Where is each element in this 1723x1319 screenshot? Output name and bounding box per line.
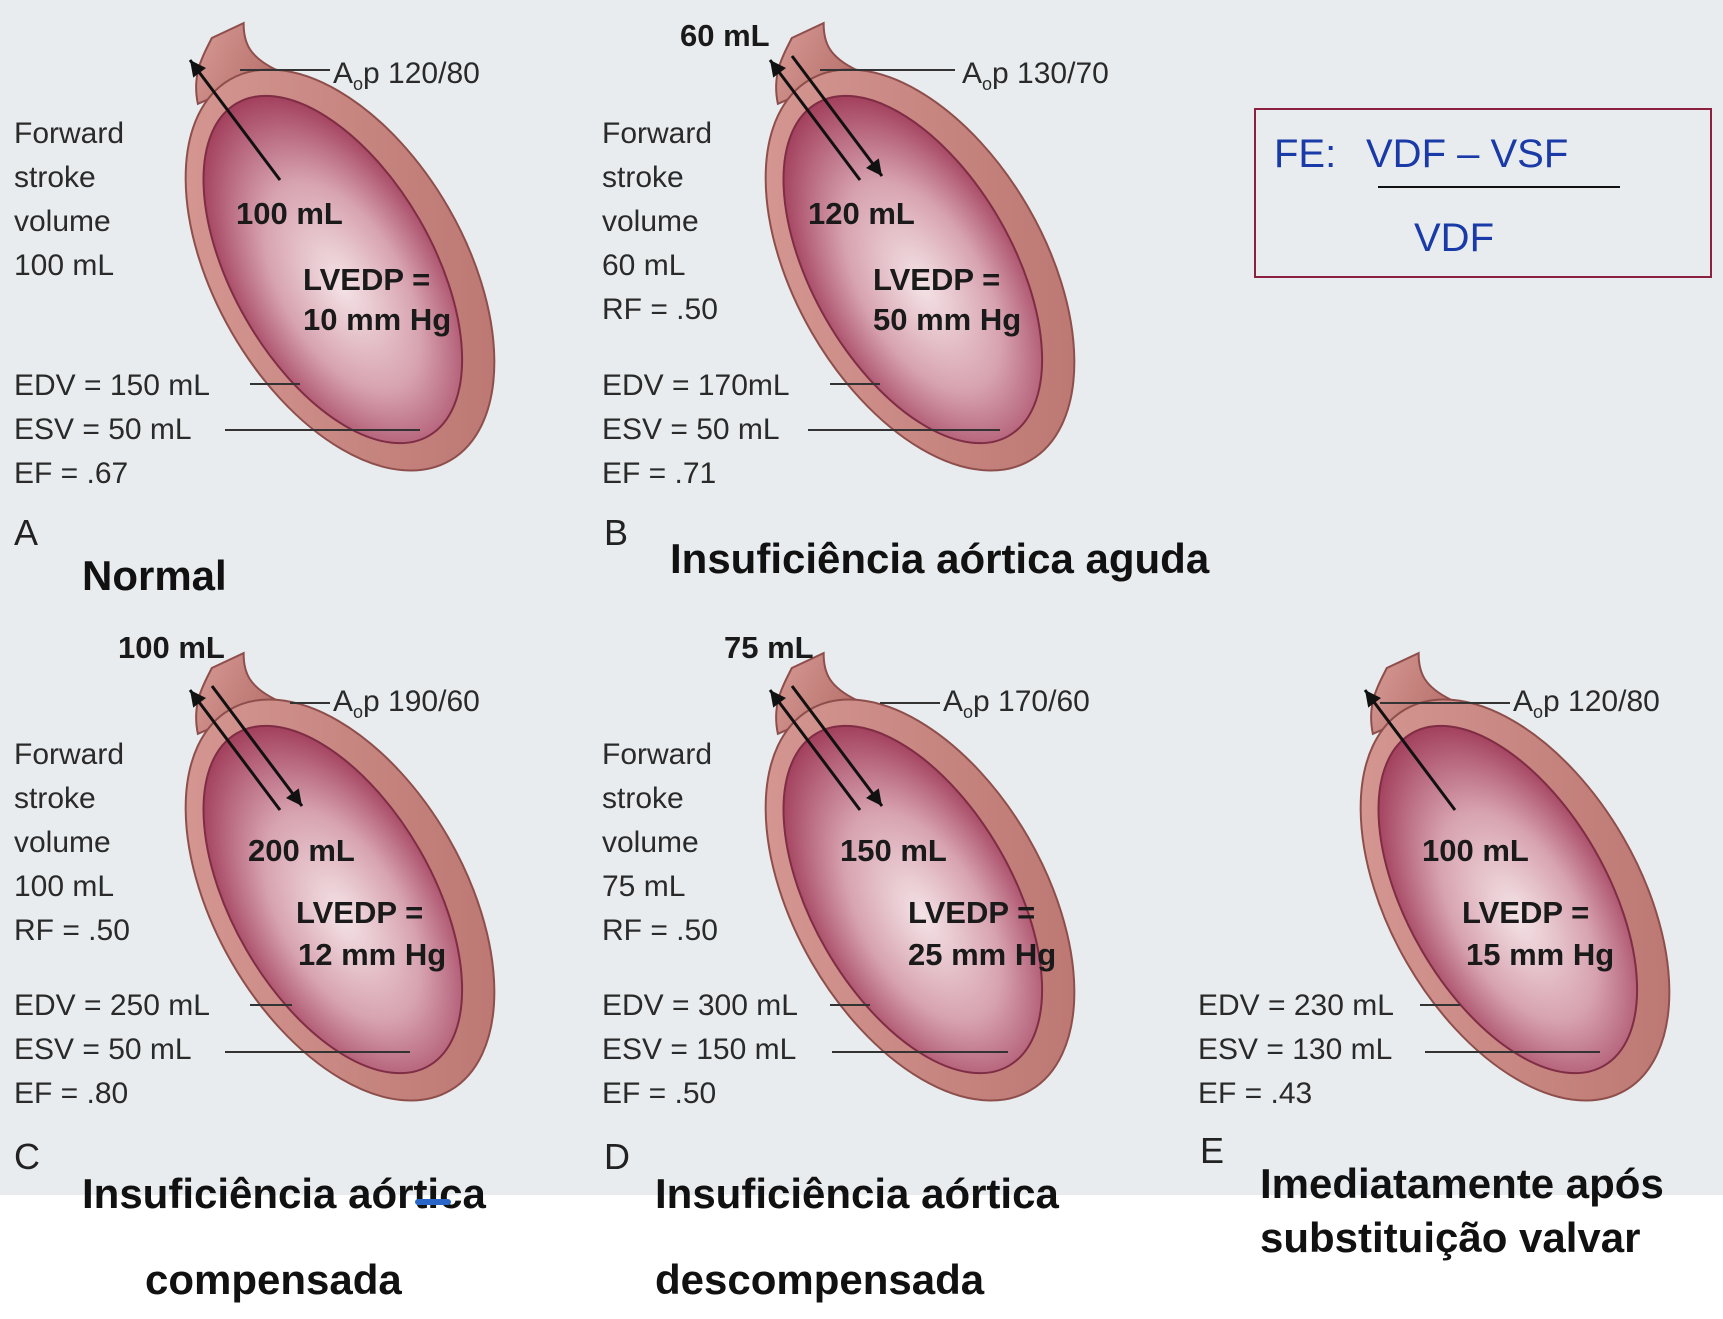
- panel-e-title-line-1: Imediatamente após: [1260, 1160, 1664, 1208]
- panel-e-esv: ESV = 130 mL: [1198, 1028, 1394, 1072]
- panel-c-ef: EF = .80: [14, 1072, 210, 1116]
- panel-a-lvedp-value: 10 mm Hg: [303, 302, 451, 338]
- panel-d-letter: D: [604, 1136, 630, 1178]
- panel-c-side-line: Forward: [14, 733, 130, 777]
- panel-c-letter: C: [14, 1136, 40, 1178]
- ejection-fraction-formula: FE: VDF – VSF VDF: [1254, 108, 1712, 278]
- panel-d-side-line: stroke: [602, 777, 718, 821]
- panel-b-side-line: stroke: [602, 156, 718, 200]
- formula-denominator: VDF: [1414, 216, 1494, 261]
- panel-c-side-line: RF = .50: [14, 909, 130, 953]
- panel-c-center-volume: 200 mL: [248, 833, 355, 869]
- panel-b-esv: ESV = 50 mL: [602, 408, 790, 452]
- cursor-mark: [415, 1199, 451, 1205]
- panel-c-volumes: EDV = 250 mL ESV = 50 mL EF = .80: [14, 984, 210, 1116]
- panel-b-side-line: volume: [602, 200, 718, 244]
- panel-d-edv: EDV = 300 mL: [602, 984, 798, 1028]
- panel-d-side-line: 75 mL: [602, 865, 718, 909]
- panel-a-ef: EF = .67: [14, 452, 210, 496]
- panel-a-letter: A: [14, 512, 38, 554]
- panel-d-side-line: Forward: [602, 733, 718, 777]
- panel-c-lvedp-label: LVEDP =: [296, 895, 423, 931]
- panel-d-regurgitant-volume: 75 mL: [724, 630, 814, 666]
- panel-e-lvedp-value: 15 mm Hg: [1466, 937, 1614, 973]
- panel-b-title: Insuficiência aórtica aguda: [670, 535, 1209, 583]
- panel-d-lvedp-label: LVEDP =: [908, 895, 1035, 931]
- panel-d-side-line: RF = .50: [602, 909, 718, 953]
- panel-a-side-line: stroke: [14, 156, 124, 200]
- panel-b-edv: EDV = 170mL: [602, 364, 790, 408]
- panel-a-title: Normal: [82, 552, 227, 600]
- formula-numerator: VDF – VSF: [1366, 132, 1568, 177]
- panel-d-volumes: EDV = 300 mL ESV = 150 mL EF = .50: [602, 984, 798, 1116]
- panel-c-title-line-1: Insuficiência aórtica: [82, 1170, 486, 1218]
- panel-b-lvedp-value: 50 mm Hg: [873, 302, 1021, 338]
- panel-d-ef: EF = .50: [602, 1072, 798, 1116]
- panel-c-lvedp-value: 12 mm Hg: [298, 937, 446, 973]
- panel-d-side-line: volume: [602, 821, 718, 865]
- panel-d-title-line-1: Insuficiência aórtica: [655, 1170, 1059, 1218]
- panel-d-aop: Aop 170/60: [943, 680, 1090, 734]
- panel-e-edv: EDV = 230 mL: [1198, 984, 1394, 1028]
- panel-e-center-volume: 100 mL: [1422, 833, 1529, 869]
- panel-d-title-line-2: descompensada: [655, 1256, 984, 1304]
- panel-b-volumes: EDV = 170mL ESV = 50 mL EF = .71: [602, 364, 790, 496]
- panel-b-side-line: RF = .50: [602, 288, 718, 332]
- panel-b-center-volume: 120 mL: [808, 196, 915, 232]
- panel-c-regurgitant-volume: 100 mL: [118, 630, 225, 666]
- panel-c-edv: EDV = 250 mL: [14, 984, 210, 1028]
- panel-c-side-line: 100 mL: [14, 865, 130, 909]
- panel-b-lvedp-label: LVEDP =: [873, 262, 1000, 298]
- panel-e-aop: Aop 120/80: [1513, 680, 1660, 734]
- panel-b-regurgitant-volume: 60 mL: [680, 18, 770, 54]
- panel-a-esv: ESV = 50 mL: [14, 408, 210, 452]
- panel-c-side-line: volume: [14, 821, 130, 865]
- panel-b-side-line: 60 mL: [602, 244, 718, 288]
- panel-e-lvedp-label: LVEDP =: [1462, 895, 1589, 931]
- panel-c-title-line-2: compensada: [145, 1256, 402, 1304]
- panel-c-side-line: stroke: [14, 777, 130, 821]
- panel-b-side-line: Forward: [602, 112, 718, 156]
- panel-c-esv: ESV = 50 mL: [14, 1028, 210, 1072]
- panel-d-center-volume: 150 mL: [840, 833, 947, 869]
- panel-c-aop: Aop 190/60: [333, 680, 480, 734]
- panel-a-side-labels: Forward stroke volume 100 mL: [14, 112, 124, 288]
- panel-a-center-volume: 100 mL: [236, 196, 343, 232]
- panel-a-side-line: volume: [14, 200, 124, 244]
- panel-d-side-labels: Forward stroke volume 75 mL RF = .50: [602, 733, 718, 953]
- panel-d-lvedp-value: 25 mm Hg: [908, 937, 1056, 973]
- panel-e-ef: EF = .43: [1198, 1072, 1394, 1116]
- panel-e-volumes: EDV = 230 mL ESV = 130 mL EF = .43: [1198, 984, 1394, 1116]
- panel-a-volumes: EDV = 150 mL ESV = 50 mL EF = .67: [14, 364, 210, 496]
- panel-c-side-labels: Forward stroke volume 100 mL RF = .50: [14, 733, 130, 953]
- panel-b-side-labels: Forward stroke volume 60 mL RF = .50: [602, 112, 718, 332]
- formula-prefix: FE:: [1274, 132, 1336, 177]
- formula-fraction-bar: [1378, 186, 1620, 188]
- panel-b-aop: Aop 130/70: [962, 52, 1109, 106]
- panel-b-ef: EF = .71: [602, 452, 790, 496]
- panel-b-letter: B: [604, 512, 628, 554]
- panel-a-side-line: 100 mL: [14, 244, 124, 288]
- panel-d-esv: ESV = 150 mL: [602, 1028, 798, 1072]
- panel-e-title-line-2: substituição valvar: [1260, 1214, 1640, 1262]
- panel-e-letter: E: [1200, 1130, 1224, 1172]
- panel-a-lvedp-label: LVEDP =: [303, 262, 430, 298]
- panel-a-edv: EDV = 150 mL: [14, 364, 210, 408]
- panel-a-aop: Aop 120/80: [333, 52, 480, 106]
- panel-a-side-line: Forward: [14, 112, 124, 156]
